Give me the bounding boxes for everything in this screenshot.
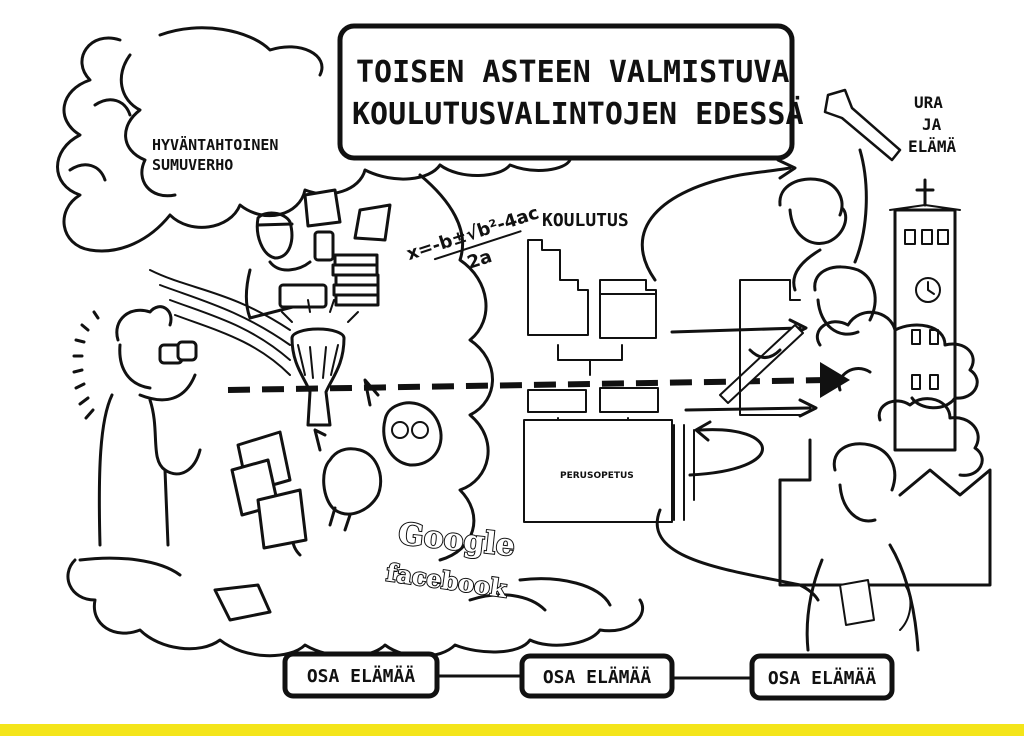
factory-building: [739, 279, 992, 587]
life-box-3: OSA ELÄMÄÄ: [749, 653, 895, 701]
accent-bar: [0, 724, 1024, 736]
engineer-figure: [719, 265, 877, 404]
life-box-2: OSA ELÄMÄÄ: [519, 653, 675, 699]
life-connectors: [435, 674, 754, 680]
education-blocks: PERUSOPETUS: [523, 239, 695, 523]
life-box-label: OSA ELÄMÄÄ: [543, 666, 652, 688]
flying-paper: [353, 203, 392, 242]
dashed-path-arrow: [227, 362, 850, 398]
title-box: TOISEN ASTEEN VALMISTUVA KOULUTUSVALINTO…: [337, 23, 804, 161]
title-line-1: TOISEN ASTEEN VALMISTUVA: [356, 55, 789, 90]
wrench-icon: [823, 88, 902, 162]
fog-streams: [149, 269, 291, 376]
title-line-2: KOULUTUSVALINTOJEN EDESSÄ: [352, 96, 804, 132]
career-label-line-2: JA: [922, 115, 942, 134]
doctor-figure: [805, 442, 920, 652]
google-label: Google: [397, 517, 517, 564]
life-box-label: OSA ELÄMÄÄ: [307, 665, 416, 687]
drum-shine-lines: [281, 299, 359, 323]
education-label: KOULUTUS: [542, 210, 629, 231]
life-box-1: OSA ELÄMÄÄ: [282, 651, 440, 699]
fog-label-line-1: HYVÄNTAHTOINEN: [152, 135, 278, 154]
paper-stack: [331, 253, 380, 307]
church-tower: [889, 178, 961, 452]
worker-figure: [778, 148, 868, 292]
person-with-binoculars: [72, 305, 202, 547]
basic-education-label: PERUSOPETUS: [560, 471, 634, 481]
fog-label-line-2: SUMUVERHO: [152, 156, 233, 174]
drum-icon: [281, 299, 359, 427]
vision-dashes: [72, 310, 100, 420]
life-box-label: OSA ELÄMÄÄ: [768, 667, 877, 689]
papers-pile: [213, 430, 308, 622]
facebook-label: facebook: [385, 558, 510, 604]
career-label-line-1: URA: [914, 93, 943, 112]
career-clouds: [816, 310, 984, 477]
people-pointing: [291, 378, 443, 557]
ruler-icon: [719, 324, 804, 404]
person-at-laptop: [244, 188, 392, 320]
career-label-line-3: ELÄMÄ: [908, 137, 957, 156]
formula-denominator: 2a: [465, 246, 495, 274]
flying-paper: [303, 188, 342, 228]
